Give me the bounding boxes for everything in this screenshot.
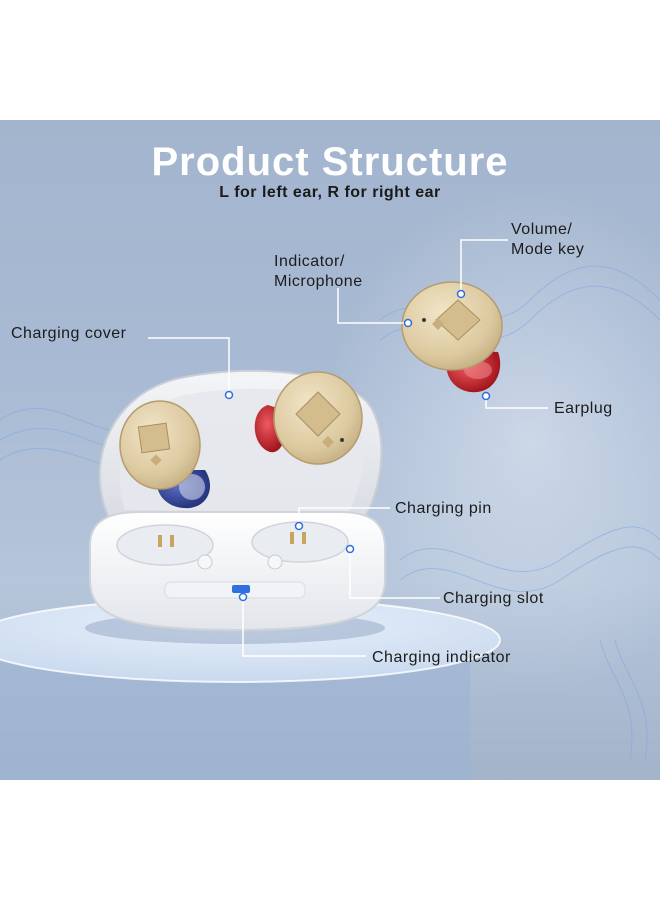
callout-volume-mode-key: Volume/ Mode key — [511, 220, 584, 260]
callout-charging-indicator: Charging indicator — [372, 649, 511, 666]
leader-lines — [148, 239, 548, 657]
callout-charging-cover: Charging cover — [11, 325, 127, 342]
callout-indicator-line2: Microphone — [274, 273, 363, 290]
floating-right-earpiece — [401, 281, 503, 393]
left-earpiece — [119, 400, 210, 509]
charging-led-icon — [232, 585, 250, 593]
podium — [0, 597, 501, 780]
callout-charging-slot: Charging slot — [443, 590, 544, 607]
leader-dots — [224, 289, 491, 602]
page-subtitle: L for left ear, R for right ear — [219, 184, 441, 201]
charging-base — [89, 511, 386, 632]
callout-indicator-microphone: Indicator/ Microphone — [274, 252, 363, 292]
callout-volume-line1: Volume/ — [511, 221, 573, 238]
page-title: Product Structure — [151, 140, 509, 184]
right-earpiece — [254, 371, 363, 465]
callout-earplug: Earplug — [554, 400, 613, 417]
callout-charging-pin: Charging pin — [395, 500, 492, 517]
callout-volume-line2: Mode key — [511, 241, 585, 258]
callout-indicator-line1: Indicator/ — [274, 253, 345, 270]
